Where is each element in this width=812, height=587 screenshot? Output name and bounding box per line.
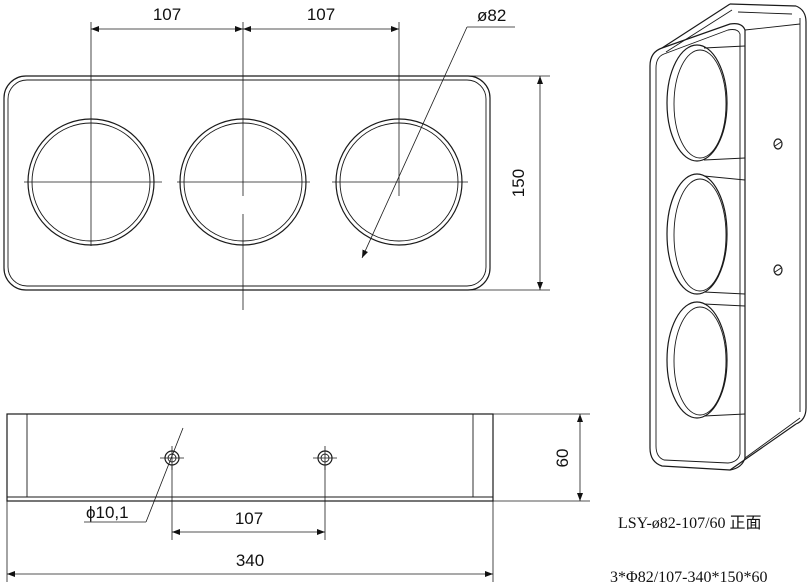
dimension-hole-diameter-label: ø82 <box>477 6 506 25</box>
iso-hole-middle <box>666 173 746 295</box>
dimension-depth-label: 60 <box>553 449 572 468</box>
dimension-spacing: 107 107 <box>91 5 399 32</box>
dimension-bolt-hole: ϕ10,1 <box>84 427 184 523</box>
iso-screw-top <box>773 138 783 150</box>
dimension-total-length: 340 <box>6 501 494 582</box>
dimension-total-length-label: 340 <box>236 551 264 570</box>
dimension-bolt-hole-label: ϕ10,1 <box>86 503 129 522</box>
dimension-bolt-spacing-label: 107 <box>235 509 263 528</box>
dimension-hole-diameter: ø82 <box>361 6 515 259</box>
bottom-view: ϕ10,1 107 340 60 <box>6 413 590 582</box>
dimension-spacing-right-label: 107 <box>307 5 335 24</box>
front-view: 107 107 ø82 150 <box>3 5 550 310</box>
iso-front-face <box>649 23 746 471</box>
iso-hole-bottom <box>666 301 746 419</box>
front-plate-inner <box>7 79 487 287</box>
front-plate-outer <box>3 75 491 291</box>
caption-spec: 3*Φ82/107-340*150*60 <box>610 569 767 586</box>
iso-screw-bottom <box>773 264 783 276</box>
dimension-depth: 60 <box>493 413 590 502</box>
isometric-view <box>649 3 807 471</box>
dimension-height: 150 <box>470 75 550 291</box>
iso-hole-top <box>666 44 746 162</box>
bottom-body-outer <box>6 413 494 502</box>
dimension-spacing-left-label: 107 <box>153 5 181 24</box>
center-lines <box>24 22 468 310</box>
dimension-height-label: 150 <box>509 169 528 197</box>
dimension-bolt-spacing: 107 <box>171 466 326 540</box>
caption-model: LSY-ø82-107/60 正面 <box>618 515 762 532</box>
